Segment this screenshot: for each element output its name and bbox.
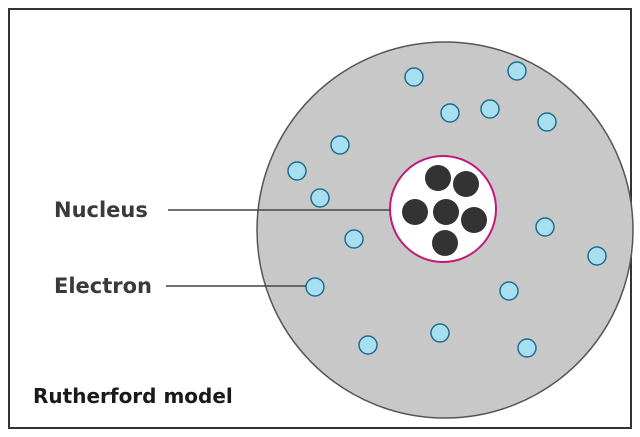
nucleus-particle xyxy=(433,199,459,225)
nucleus-particle xyxy=(432,230,458,256)
nucleus-particle xyxy=(425,165,451,191)
electron xyxy=(310,188,330,208)
nucleus-particle xyxy=(453,171,479,197)
electron xyxy=(330,135,350,155)
diagram-caption: Rutherford model xyxy=(33,384,233,408)
nucleus xyxy=(389,155,497,263)
nucleus-particle xyxy=(402,199,428,225)
electron xyxy=(305,277,325,297)
electron xyxy=(535,217,555,237)
electron xyxy=(507,61,527,81)
nucleus-label: Nucleus xyxy=(54,198,148,222)
electron xyxy=(404,67,424,87)
electron xyxy=(537,112,557,132)
electron xyxy=(587,246,607,266)
nucleus-particle xyxy=(461,207,487,233)
electrons xyxy=(287,61,607,358)
electron xyxy=(517,338,537,358)
electron xyxy=(440,103,460,123)
electron xyxy=(430,323,450,343)
electron-label: Electron xyxy=(54,274,152,298)
electron xyxy=(499,281,519,301)
electron xyxy=(344,229,364,249)
electron xyxy=(480,99,500,119)
electron xyxy=(287,161,307,181)
electron xyxy=(358,335,378,355)
